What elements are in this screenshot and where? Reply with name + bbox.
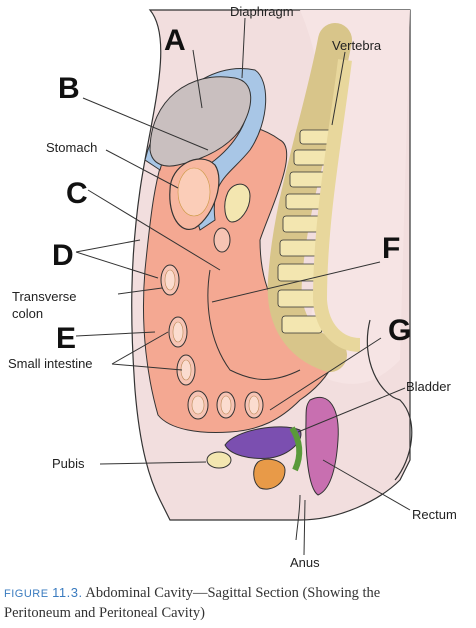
liver: [149, 76, 252, 167]
letter-d: D: [52, 239, 74, 272]
letter-g: G: [388, 314, 411, 347]
pubis-bone: [206, 451, 232, 469]
leader-lines: [75, 17, 411, 556]
letter-a: A: [164, 24, 186, 57]
label-anus: Anus: [290, 555, 320, 570]
reproductive-organs: [253, 458, 286, 490]
mesentery: [207, 269, 301, 380]
rectum: [305, 397, 339, 496]
label-rectum: Rectum: [412, 507, 457, 522]
sagittal-section-diagram: A B C D E F G Diaphragm Vertebra Stomach…: [8, 4, 457, 570]
pancreas: [224, 183, 251, 223]
label-small-intestine: Small intestine: [8, 356, 93, 371]
caption-figure-number: FIGURE 11.3.: [4, 585, 83, 600]
intestine-loops-inner: [164, 269, 260, 415]
label-transverse-colon-line1: Transverse: [12, 289, 77, 304]
label-stomach: Stomach: [46, 140, 97, 155]
letter-e: E: [56, 322, 76, 355]
caption-line1: Abdominal Cavity—Sagittal Section (Showi…: [85, 585, 381, 601]
stomach-inner: [177, 167, 211, 217]
anal-canal: [295, 494, 301, 541]
letter-b: B: [58, 72, 80, 105]
lower-back-curve: [366, 319, 413, 481]
label-diaphragm: Diaphragm: [230, 4, 294, 19]
letter-f: F: [382, 232, 400, 265]
caption-line2: Peritoneum and Peritoneal Cavity): [4, 605, 205, 621]
label-pubis: Pubis: [52, 456, 85, 471]
letter-c: C: [66, 177, 88, 210]
label-vertebra: Vertebra: [332, 38, 382, 53]
seminal-vesicle: [289, 426, 303, 472]
figure-caption: FIGURE 11.3. Abdominal Cavity—Sagittal S…: [4, 583, 474, 623]
spine: [267, 23, 361, 372]
label-transverse-colon-line2: colon: [12, 306, 43, 321]
label-bladder: Bladder: [406, 379, 451, 394]
